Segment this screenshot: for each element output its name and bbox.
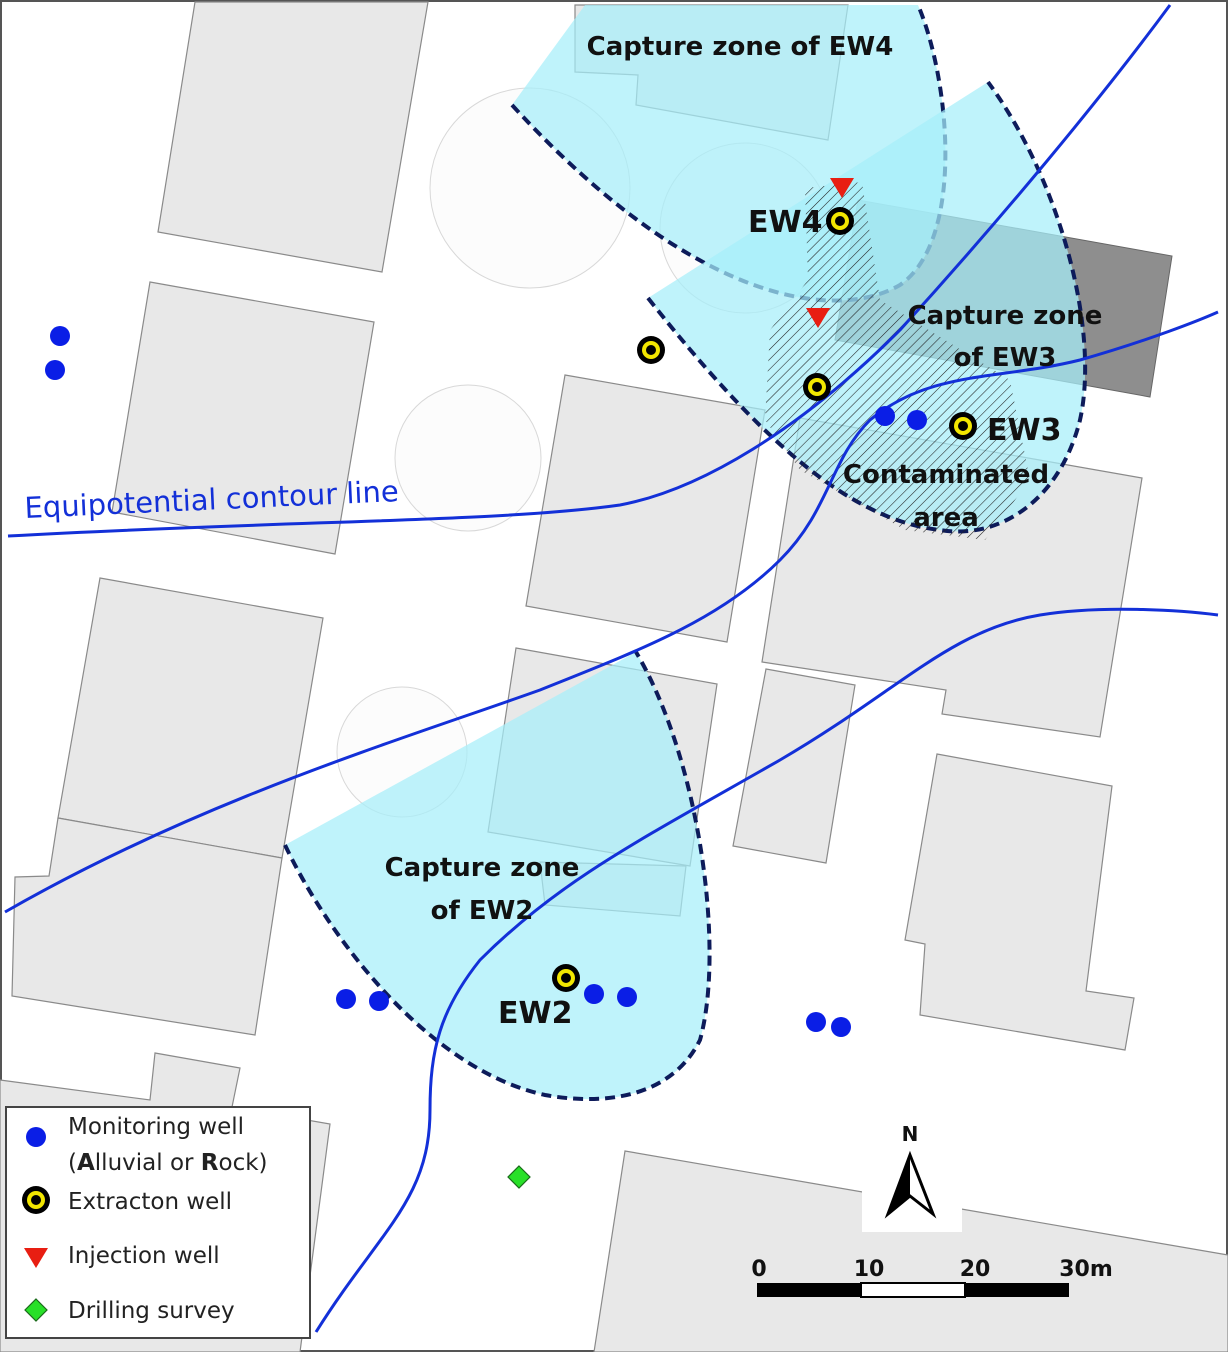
legend-monitoring-type: (Alluvial or Rock) [68, 1150, 268, 1176]
monitoring-well [617, 987, 637, 1007]
contour-line [7, 4, 1172, 538]
injection-wells [806, 178, 854, 328]
scale-tick: 20 [960, 1257, 991, 1282]
extraction-well-ew4 [826, 207, 854, 235]
monitoring-well [806, 1012, 826, 1032]
contaminated-area [765, 182, 1030, 540]
building [904, 753, 1135, 1051]
extraction-well [803, 373, 831, 401]
map-labels: Capture zone of EW4 EW4 Capture zone of … [24, 32, 1103, 1031]
contour-line [4, 310, 1219, 914]
equipotential-contours [4, 4, 1219, 1333]
label-ew4: EW4 [748, 205, 822, 240]
monitoring-well [875, 406, 895, 426]
label-capture-zone-ew4: Capture zone of EW4 [587, 32, 894, 62]
contour-line [314, 607, 1219, 1333]
tank [394, 384, 542, 532]
monitoring-well [45, 360, 65, 380]
legend-extraction: Extracton well [68, 1189, 232, 1215]
building [593, 1150, 1228, 1352]
building [157, 1, 429, 273]
drilling-survey-point [507, 1165, 531, 1189]
injection-well [830, 178, 854, 198]
label-contaminated-1: Contaminated [843, 460, 1049, 490]
building [11, 817, 283, 1036]
monitoring-wells [45, 326, 927, 1037]
label-capture-zone-ew2-1: Capture zone [385, 853, 580, 883]
capture-zone-ew2-boundary [283, 650, 712, 1101]
north-label: N [902, 1122, 919, 1146]
scale-bar: 0 10 20 30m [751, 1257, 1113, 1298]
monitoring-well-icon [26, 1127, 46, 1147]
scale-tick: 0 [751, 1257, 766, 1282]
label-ew3: EW3 [987, 413, 1061, 448]
label-contaminated-2: area [913, 503, 979, 533]
building [111, 281, 375, 555]
legend: Monitoring well (Alluvial or Rock) Extra… [5, 1106, 311, 1339]
extraction-well-icon [22, 1186, 50, 1214]
monitoring-well [336, 989, 356, 1009]
extraction-well [637, 336, 665, 364]
capture-zone-ew2 [285, 652, 710, 1100]
label-capture-zone-ew2-2: of EW2 [431, 896, 534, 926]
extraction-wells [552, 207, 977, 992]
extraction-well-ew2 [552, 964, 580, 992]
monitoring-well [584, 984, 604, 1004]
legend-injection: Injection well [68, 1243, 220, 1269]
monitoring-well [907, 410, 927, 430]
label-capture-zone-ew3-2: of EW3 [954, 343, 1057, 373]
monitoring-well [831, 1017, 851, 1037]
north-arrow: N [862, 1122, 962, 1232]
label-ew2: EW2 [498, 996, 572, 1031]
legend-monitoring: Monitoring well [68, 1114, 244, 1140]
label-capture-zone-ew3-1: Capture zone [908, 301, 1103, 331]
injection-well [806, 308, 830, 328]
building [525, 374, 766, 643]
injection-well-icon [24, 1248, 48, 1268]
building [732, 668, 856, 864]
building [57, 577, 324, 859]
monitoring-well [369, 991, 389, 1011]
drilling-survey-icon [24, 1298, 48, 1322]
scale-tick: 10 [854, 1257, 885, 1282]
scale-tick: 30m [1059, 1257, 1113, 1282]
extraction-well-ew3 [949, 412, 977, 440]
monitoring-well [50, 326, 70, 346]
legend-drilling: Drilling survey [68, 1298, 235, 1324]
